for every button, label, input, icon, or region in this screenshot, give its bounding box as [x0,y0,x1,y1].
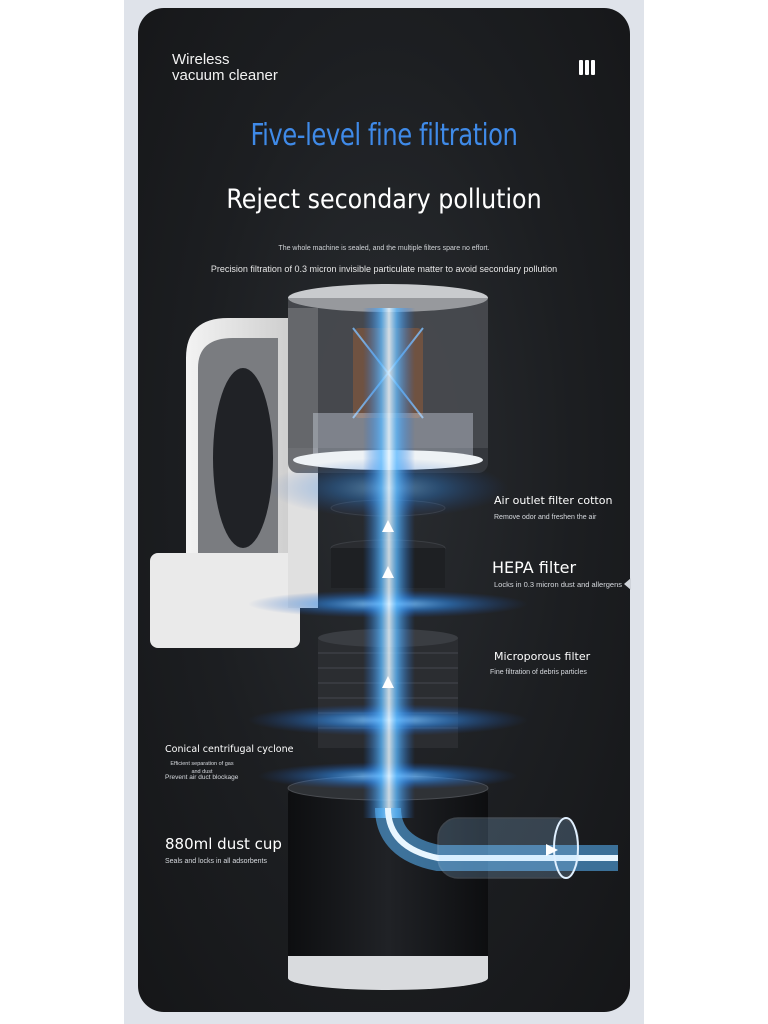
headline-title: Five-level fine filtration [250,118,518,153]
filter-label-desc: Efficient separation of gas and dust [170,761,234,775]
filter-label-title: 880ml dust cup [165,835,282,853]
brand-title: Wireless vacuum cleaner [172,52,278,84]
vacuum-exploded-illustration [150,284,618,990]
filter-label-desc: Locks in 0.3 micron dust and allergens [494,580,622,589]
filter-label-title: Conical centrifugal cyclone [165,744,294,755]
filter-label-title: Microporous filter [494,650,591,663]
menu-bars-icon[interactable] [578,60,596,80]
brand-line-1: Wireless [172,51,230,68]
filter-label-title: HEPA filter [492,558,577,577]
filter-label-desc: Fine filtration of debris particles [490,669,587,676]
headline-description: Precision filtration of 0.3 micron invis… [210,264,558,274]
filter-label-desc: Prevent air duct blockage [165,774,239,781]
headline-subtitle: Reject secondary pollution [226,184,542,215]
filter-label-desc: Remove odor and freshen the air [494,514,597,521]
product-card: Wireless vacuum cleaner Five-level fine … [138,8,630,1012]
filter-label-title: Air outlet filter cotton [494,494,613,507]
brand-line-2: vacuum cleaner [172,67,278,84]
side-pointer-icon [624,578,631,590]
filter-label-desc: Seals and locks in all adsorbents [165,858,267,865]
headline-note: The whole machine is sealed, and the mul… [278,245,490,252]
